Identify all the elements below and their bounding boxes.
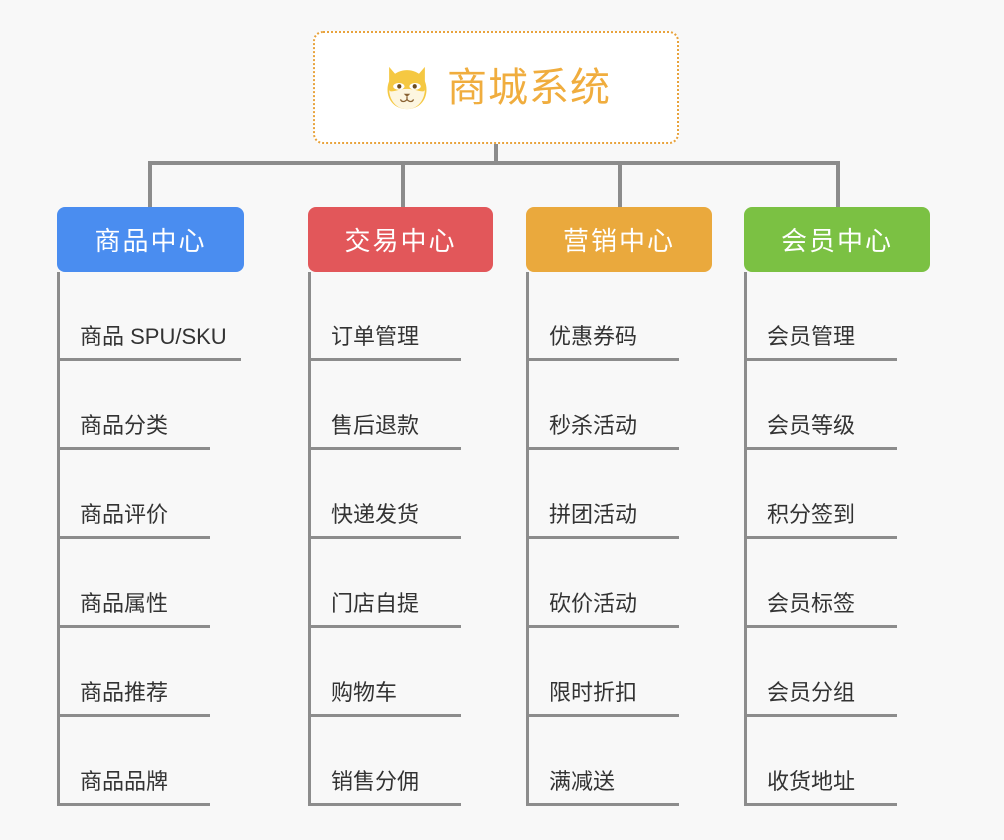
leaf-item-label: 订单管理: [311, 326, 461, 361]
leaf-item[interactable]: 订单管理: [311, 272, 493, 361]
leaf-list-4: 会员管理会员等级积分签到会员标签会员分组收货地址: [744, 272, 930, 806]
leaf-item[interactable]: 会员等级: [747, 361, 930, 450]
leaf-list-1: 商品 SPU/SKU 商品分类商品评价商品属性商品推荐商品品牌: [57, 272, 244, 806]
leaf-item[interactable]: 商品评价: [60, 450, 244, 539]
leaf-list-2: 订单管理售后退款快递发货门店自提购物车销售分佣: [308, 272, 493, 806]
leaf-item-label: 商品 SPU/SKU: [60, 326, 241, 361]
connector-drop-2: [401, 161, 405, 207]
leaf-item-label: 拼团活动: [529, 504, 679, 539]
branch-column-4: 会员中心会员管理会员等级积分签到会员标签会员分组收货地址: [744, 207, 930, 806]
leaf-item[interactable]: 快递发货: [311, 450, 493, 539]
root-title: 商城系统: [447, 65, 611, 110]
leaf-item[interactable]: 商品品牌: [60, 717, 244, 806]
category-header-2[interactable]: 交易中心: [308, 207, 493, 272]
leaf-item-label: 商品属性: [60, 593, 210, 628]
leaf-item-label: 满减送: [529, 771, 679, 806]
connector-drop-1: [148, 161, 152, 207]
connector-root-stem: [494, 144, 498, 164]
leaf-item-label: 商品评价: [60, 504, 210, 539]
leaf-item[interactable]: 限时折扣: [529, 628, 712, 717]
leaf-item-label: 售后退款: [311, 415, 461, 450]
leaf-item[interactable]: 收货地址: [747, 717, 930, 806]
leaf-item[interactable]: 售后退款: [311, 361, 493, 450]
leaf-item[interactable]: 拼团活动: [529, 450, 712, 539]
root-node[interactable]: 商城系统: [313, 31, 679, 144]
leaf-item[interactable]: 积分签到: [747, 450, 930, 539]
leaf-item-label: 会员等级: [747, 415, 897, 450]
leaf-item-label: 积分签到: [747, 504, 897, 539]
leaf-item-label: 会员管理: [747, 326, 897, 361]
leaf-item-label: 砍价活动: [529, 593, 679, 628]
leaf-item[interactable]: 商品分类: [60, 361, 244, 450]
leaf-item-label: 购物车: [311, 682, 461, 717]
connector-drop-4: [836, 161, 840, 207]
leaf-item[interactable]: 门店自提: [311, 539, 493, 628]
leaf-item-label: 销售分佣: [311, 771, 461, 806]
leaf-item[interactable]: 会员标签: [747, 539, 930, 628]
leaf-item-label: 会员分组: [747, 682, 897, 717]
leaf-item-label: 商品品牌: [60, 771, 210, 806]
leaf-item[interactable]: 满减送: [529, 717, 712, 806]
leaf-item[interactable]: 会员管理: [747, 272, 930, 361]
branch-column-1: 商品中心商品 SPU/SKU 商品分类商品评价商品属性商品推荐商品品牌: [57, 207, 244, 806]
leaf-item[interactable]: 销售分佣: [311, 717, 493, 806]
category-header-1[interactable]: 商品中心: [57, 207, 244, 272]
leaf-item[interactable]: 秒杀活动: [529, 361, 712, 450]
leaf-item-label: 快递发货: [311, 504, 461, 539]
leaf-list-3: 优惠券码秒杀活动拼团活动砍价活动限时折扣满减送: [526, 272, 712, 806]
leaf-item-label: 商品分类: [60, 415, 210, 450]
leaf-item[interactable]: 购物车: [311, 628, 493, 717]
category-header-3[interactable]: 营销中心: [526, 207, 712, 272]
connector-drop-3: [618, 161, 622, 207]
leaf-item-label: 收货地址: [747, 771, 897, 806]
leaf-item[interactable]: 商品属性: [60, 539, 244, 628]
leaf-item[interactable]: 会员分组: [747, 628, 930, 717]
leaf-item-label: 门店自提: [311, 593, 461, 628]
leaf-item[interactable]: 商品推荐: [60, 628, 244, 717]
leaf-item-label: 秒杀活动: [529, 415, 679, 450]
branch-column-2: 交易中心订单管理售后退款快递发货门店自提购物车销售分佣: [308, 207, 493, 806]
connector-horizontal-bus: [148, 161, 840, 165]
category-header-4[interactable]: 会员中心: [744, 207, 930, 272]
leaf-item-label: 优惠券码: [529, 326, 679, 361]
branch-column-3: 营销中心优惠券码秒杀活动拼团活动砍价活动限时折扣满减送: [526, 207, 712, 806]
shiba-dog-face-icon: [387, 66, 427, 109]
leaf-item[interactable]: 商品 SPU/SKU: [60, 272, 244, 361]
leaf-item-label: 商品推荐: [60, 682, 210, 717]
leaf-item[interactable]: 砍价活动: [529, 539, 712, 628]
leaf-item-label: 限时折扣: [529, 682, 679, 717]
leaf-item[interactable]: 优惠券码: [529, 272, 712, 361]
leaf-item-label: 会员标签: [747, 593, 897, 628]
